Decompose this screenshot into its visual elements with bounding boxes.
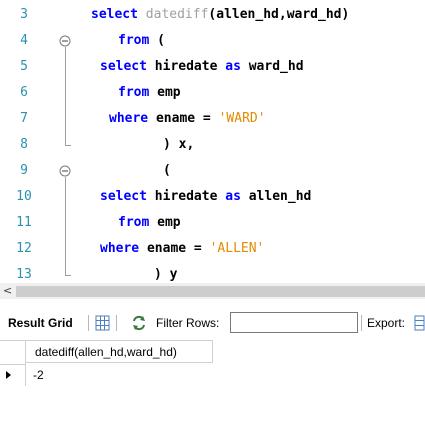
code-text: from emp	[118, 210, 181, 236]
line-number: 4	[20, 33, 28, 48]
result-cell[interactable]: -2	[33, 368, 44, 382]
line-number: 8	[20, 137, 28, 152]
code-line[interactable]: 9(	[0, 158, 425, 184]
code-token: select	[100, 59, 155, 74]
fold-guide-end	[65, 275, 71, 276]
code-line[interactable]: 13 ) y	[0, 262, 425, 283]
line-number: 5	[20, 59, 28, 74]
code-token: from	[118, 215, 158, 230]
code-token: from	[118, 85, 158, 100]
scrollbar-thumb[interactable]	[16, 286, 425, 297]
scroll-left-arrow-icon[interactable]: <	[3, 284, 13, 297]
code-token: (	[157, 33, 165, 48]
code-token: emp	[157, 85, 181, 100]
horizontal-scrollbar[interactable]: <	[0, 283, 425, 299]
code-text: (	[163, 158, 171, 184]
fold-guide	[65, 47, 66, 145]
code-line[interactable]: 12 where ename = 'ALLEN'	[0, 236, 425, 262]
code-token: ename =	[146, 241, 210, 256]
toolbar-divider	[88, 315, 89, 331]
refresh-icon[interactable]	[131, 315, 147, 331]
current-row-arrow-icon	[6, 371, 11, 379]
fold-guide	[65, 177, 66, 275]
line-number: 12	[16, 241, 32, 256]
filter-rows-input[interactable]	[230, 312, 358, 333]
fold-toggle-icon[interactable]	[59, 35, 71, 47]
code-line[interactable]: 6 from emp	[0, 80, 425, 106]
code-line[interactable]: 5 select hiredate as ward_hd	[0, 54, 425, 80]
line-number: 11	[16, 215, 32, 230]
code-line[interactable]: 10 select hiredate as allen_hd	[0, 184, 425, 210]
line-number: 6	[20, 85, 28, 100]
code-token: select	[100, 189, 155, 204]
line-number: 13	[16, 267, 32, 282]
filter-rows-label: Filter Rows:	[156, 316, 220, 330]
column-header[interactable]: datediff(allen_hd,ward_hd)	[26, 340, 213, 363]
code-token: hiredate	[154, 59, 226, 74]
code-text: where ename = 'WARD'	[109, 106, 266, 132]
code-line[interactable]: 4 from (	[0, 28, 425, 54]
line-number: 3	[20, 7, 28, 22]
code-token: ) y	[154, 267, 178, 282]
code-text: from (	[118, 28, 165, 54]
line-number: 9	[20, 163, 28, 178]
toolbar-divider	[361, 315, 362, 331]
code-token: ward_hd	[248, 59, 304, 74]
code-token: datediff	[145, 7, 209, 22]
code-text: select datediff(allen_hd,ward_hd)	[91, 2, 349, 28]
code-token: 'ALLEN'	[209, 241, 265, 256]
code-token: hiredate	[154, 189, 226, 204]
code-token: ) x,	[163, 137, 195, 152]
code-token: 'WARD'	[218, 111, 266, 126]
code-text: from emp	[118, 80, 181, 106]
export-icon[interactable]	[414, 315, 425, 331]
code-text: ) y	[154, 262, 177, 283]
code-line[interactable]: 8 ) x,	[0, 132, 425, 158]
code-text: select hiredate as ward_hd	[100, 54, 304, 80]
code-token: (allen_hd,ward_hd)	[208, 7, 350, 22]
code-token: (	[163, 163, 171, 178]
code-token: as	[225, 59, 249, 74]
code-line[interactable]: 11 from emp	[0, 210, 425, 236]
code-text: where ename = 'ALLEN'	[100, 236, 264, 262]
code-token: allen_hd	[248, 189, 312, 204]
code-text: ) x,	[163, 132, 194, 158]
toolbar-divider	[116, 315, 117, 331]
code-token: where	[109, 111, 156, 126]
fold-toggle-icon[interactable]	[59, 165, 71, 177]
export-label: Export:	[367, 316, 406, 330]
sql-editor[interactable]: 3 select datediff(allen_hd,ward_hd) 4 from …	[0, 0, 425, 283]
code-token: ename =	[155, 111, 219, 126]
result-toolbar: Result Grid Filter Rows: Export:	[0, 309, 425, 337]
line-number: 10	[16, 189, 32, 204]
code-token: as	[225, 189, 249, 204]
code-line[interactable]: 3 select datediff(allen_hd,ward_hd)	[0, 2, 425, 28]
line-number: 7	[20, 111, 28, 126]
row-header-corner	[0, 340, 26, 365]
code-token: from	[118, 33, 158, 48]
row-selector[interactable]	[0, 364, 26, 386]
code-token: emp	[157, 215, 181, 230]
result-grid: datediff(allen_hd,ward_hd) -2	[0, 337, 425, 427]
grid-view-icon[interactable]	[95, 315, 110, 331]
result-grid-tab[interactable]: Result Grid	[8, 316, 73, 330]
code-token: where	[100, 241, 147, 256]
fold-guide-end	[65, 145, 71, 146]
code-text: select hiredate as allen_hd	[100, 184, 311, 210]
code-line[interactable]: 7 where ename = 'WARD'	[0, 106, 425, 132]
code-token: select	[91, 7, 146, 22]
